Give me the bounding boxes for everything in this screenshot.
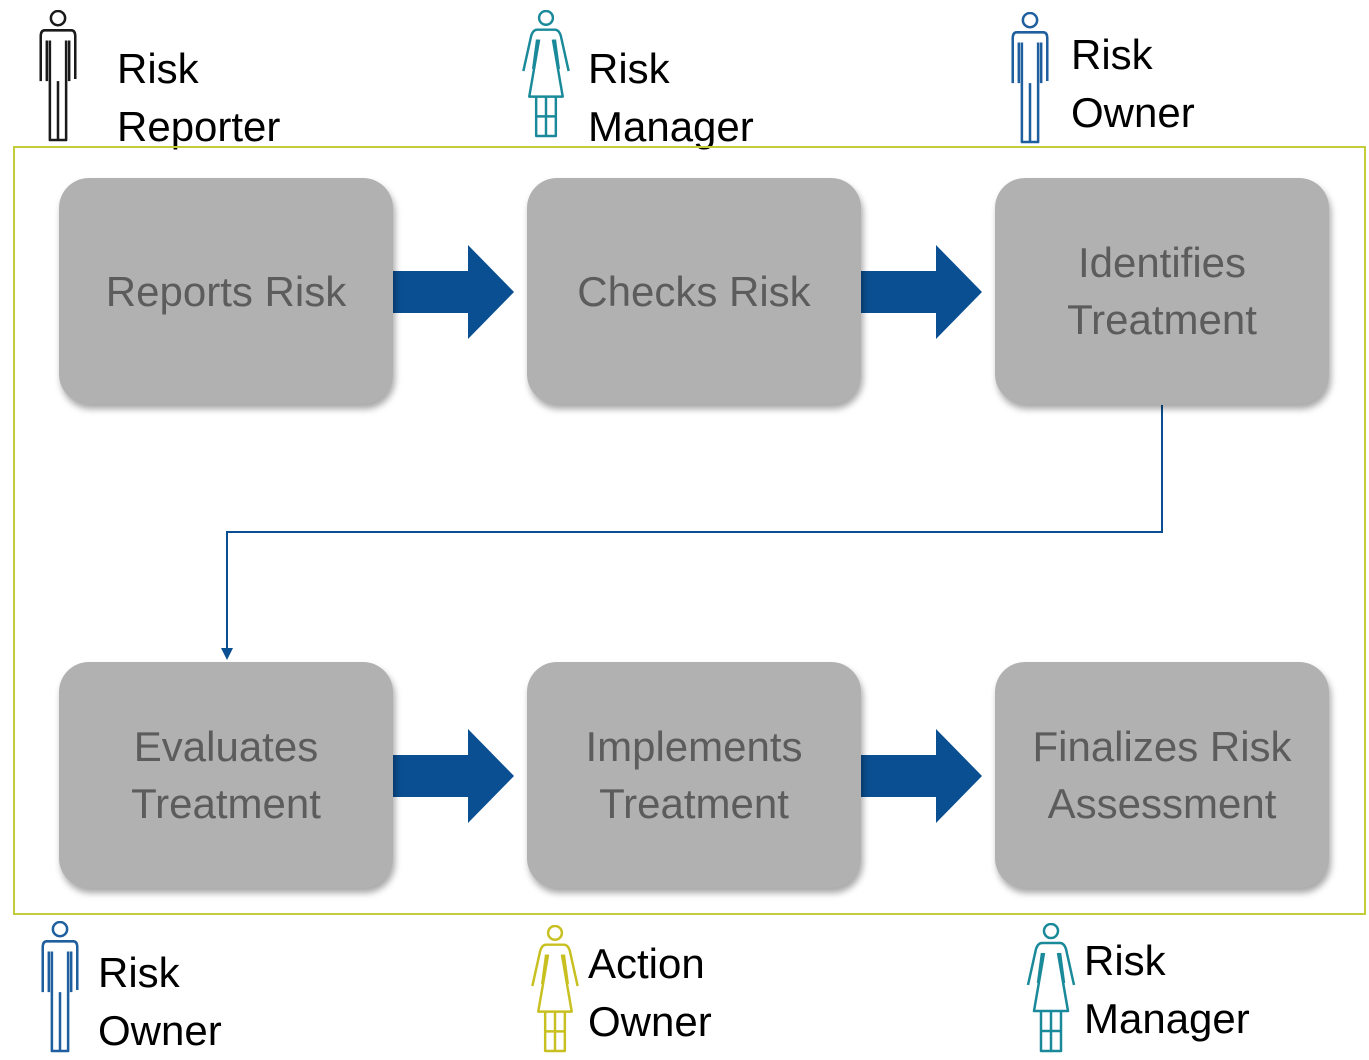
actor-label: Risk Manager bbox=[588, 45, 754, 150]
actor-label: Risk Reporter bbox=[117, 45, 281, 150]
actor-label: Action Owner bbox=[588, 940, 712, 1045]
step-label: Implements Treatment bbox=[585, 723, 803, 827]
step-label: Identifies Treatment bbox=[1067, 239, 1257, 343]
female-person-icon bbox=[1020, 923, 1082, 1053]
connector-arrowhead-icon bbox=[221, 648, 233, 660]
actor-label: Risk Owner bbox=[98, 949, 222, 1054]
block-arrow-icon bbox=[390, 245, 514, 339]
step-checks-risk: Checks Risk bbox=[527, 178, 861, 404]
elbow-connector bbox=[226, 405, 1163, 650]
block-arrow-icon bbox=[858, 245, 982, 339]
block-arrow-icon bbox=[390, 729, 514, 823]
step-implements-treatment: Implements Treatment bbox=[527, 662, 861, 888]
step-label: Reports Risk bbox=[105, 267, 347, 315]
actor-label: Risk Owner bbox=[1071, 31, 1195, 136]
step-label: Evaluates Treatment bbox=[131, 723, 321, 827]
step-label: Finalizes Risk Assessment bbox=[1032, 723, 1292, 827]
step-label: Checks Risk bbox=[577, 267, 811, 315]
male-person-icon bbox=[32, 921, 88, 1053]
block-arrow-icon bbox=[858, 729, 982, 823]
female-person-icon bbox=[524, 925, 586, 1053]
process-frame bbox=[13, 146, 1366, 915]
actor-label: Risk Manager bbox=[1084, 937, 1250, 1042]
step-reports-risk: Reports Risk bbox=[59, 178, 393, 404]
step-identifies-treatment: Identifies Treatment bbox=[995, 178, 1329, 404]
step-finalizes-risk-assessment: Finalizes Risk Assessment bbox=[995, 662, 1329, 888]
step-evaluates-treatment: Evaluates Treatment bbox=[59, 662, 393, 888]
